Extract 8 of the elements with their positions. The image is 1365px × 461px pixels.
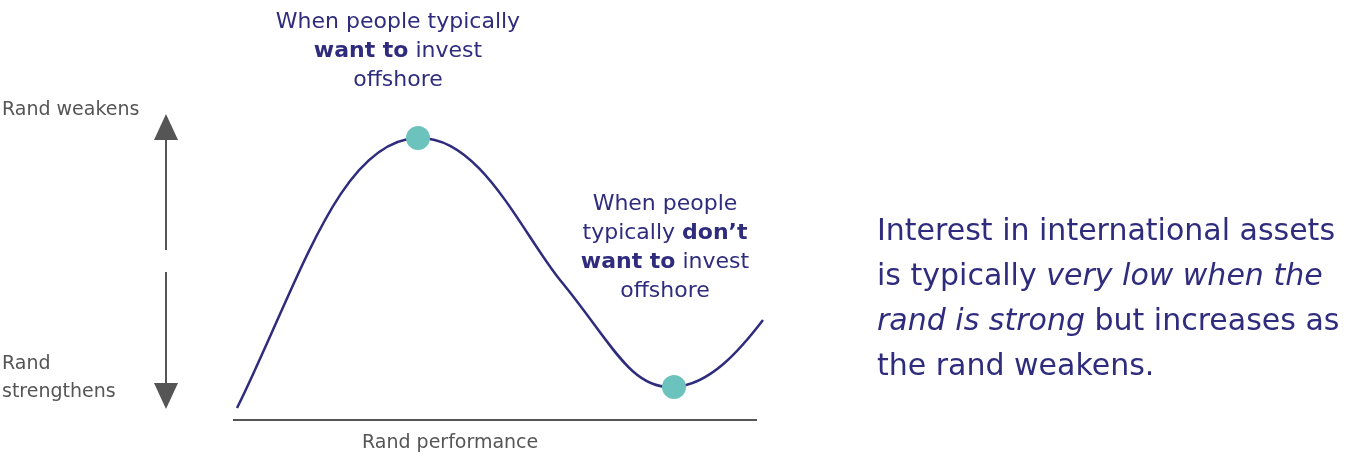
- axis-label: Rand strengthens: [2, 350, 117, 403]
- marker-dot: [406, 126, 430, 150]
- annotation-text: When people typically want to invest offshore: [274, 7, 522, 93]
- marker-dot: [662, 375, 686, 399]
- annotation-text: When people typically don’t want to invest offshore: [579, 189, 751, 304]
- axis-label: Rand weakens: [2, 96, 141, 121]
- axis-label: Rand performance: [362, 429, 540, 454]
- summary-text: Interest in international assets is typically very low when the rand is strong but increases as the rand weakens.: [877, 211, 1341, 384]
